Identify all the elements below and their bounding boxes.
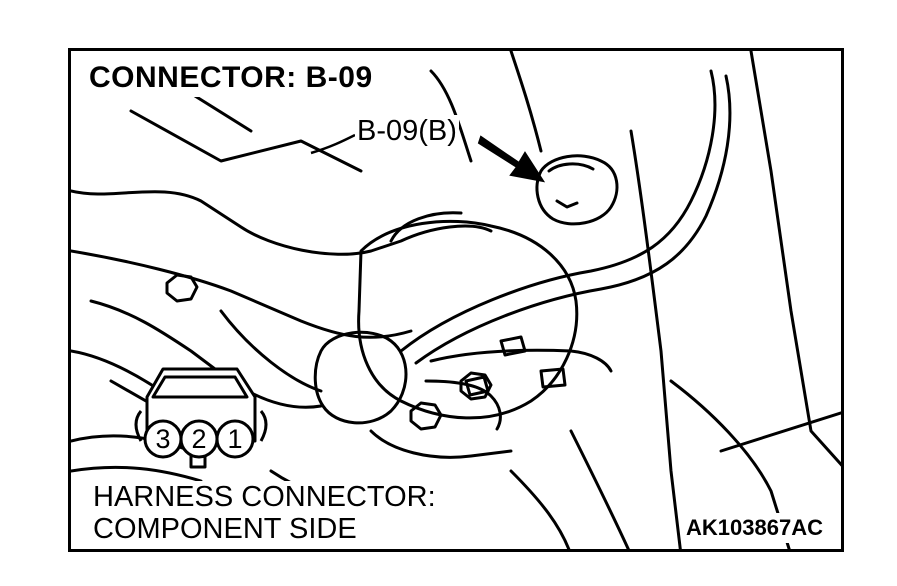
lower-cylinder — [313, 330, 408, 425]
arrow-icon — [477, 135, 546, 183]
hose-left-3 — [219, 309, 323, 393]
case-rib-7 — [509, 51, 543, 153]
case-outline — [71, 189, 493, 256]
panel-right-2 — [749, 51, 841, 467]
connector-title: CONNECTOR: B-09 — [87, 61, 379, 97]
panel-right-4 — [569, 429, 630, 549]
panel-right-3 — [669, 379, 791, 549]
lower-bracket — [369, 429, 513, 459]
lower-bolt — [409, 401, 443, 431]
engine-bay-illustration — [71, 51, 841, 549]
wire-main-2 — [414, 74, 732, 365]
wire-clip-2 — [539, 367, 567, 389]
lower-bolt-2 — [459, 371, 493, 401]
wire-main — [399, 69, 717, 353]
sensor-body — [357, 219, 579, 420]
case-rib-4 — [71, 349, 163, 393]
connector-latch — [555, 199, 579, 209]
panel-right-1 — [629, 129, 682, 549]
pin-1: 1 — [227, 424, 243, 454]
connector-body — [535, 154, 619, 226]
panel-right-5 — [509, 469, 571, 549]
case-rib-6 — [429, 69, 473, 163]
wire-clip-1 — [499, 335, 527, 357]
case-rib-1 — [129, 109, 363, 173]
case-rib-3 — [89, 299, 323, 409]
harness-caption-line1: HARNESS CONNECTOR: — [93, 481, 440, 513]
sensor-collar — [389, 211, 463, 243]
diagram-frame: 3 2 1 CONNECTOR: B-09 B-09(B) HARNESS CO… — [68, 48, 844, 552]
connector-cap — [547, 162, 595, 173]
callout-leader — [310, 133, 356, 155]
case-lower-edge — [71, 249, 413, 339]
pin-3: 3 — [155, 424, 171, 454]
wire-branch-1 — [429, 348, 613, 373]
pin-2: 2 — [191, 424, 207, 454]
wire-branch-2 — [424, 379, 502, 431]
connector-callout-label: B-09(B) — [355, 115, 459, 148]
panel-right-6 — [719, 411, 841, 453]
figure-code: AK103867AC — [682, 513, 827, 543]
pin-circles — [143, 419, 255, 459]
bolt-head — [165, 273, 199, 303]
harness-caption-line2: COMPONENT SIDE — [93, 513, 361, 545]
hose-left-2 — [71, 465, 203, 483]
